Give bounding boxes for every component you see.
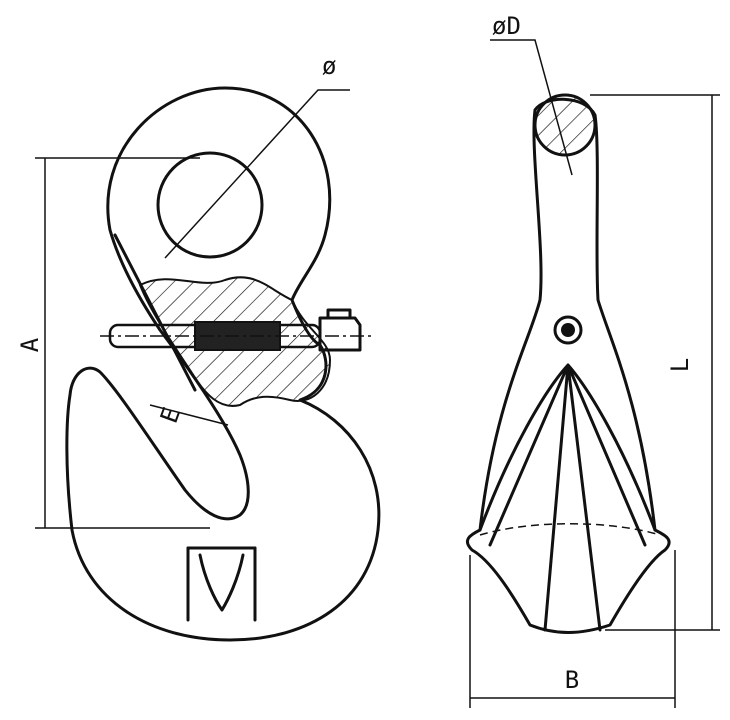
dim-e-line [149, 404, 229, 426]
dim-a-label: A [16, 337, 44, 352]
hole-leader [164, 89, 350, 259]
eye-hook-front-view: L B øD [466, 12, 720, 708]
hook-throat-detail [186, 546, 257, 622]
hole-diameter-label: ø [322, 52, 336, 80]
dim-l-label: L [666, 358, 694, 372]
dim-e-label: E [155, 404, 186, 427]
eye-hook-side-view: A E ø [16, 52, 381, 642]
pin-head [318, 308, 362, 352]
pin-section [533, 93, 597, 157]
hidden-line [479, 523, 661, 536]
front-facets [478, 363, 657, 632]
latch [113, 233, 197, 392]
front-outline [466, 97, 671, 634]
eye-hole [156, 151, 264, 259]
pin-diameter-label: øD [492, 12, 521, 40]
hook-outline [65, 86, 381, 642]
pin-leader [490, 39, 573, 176]
rivet-center [561, 323, 575, 337]
dim-b-label: B [565, 666, 579, 694]
